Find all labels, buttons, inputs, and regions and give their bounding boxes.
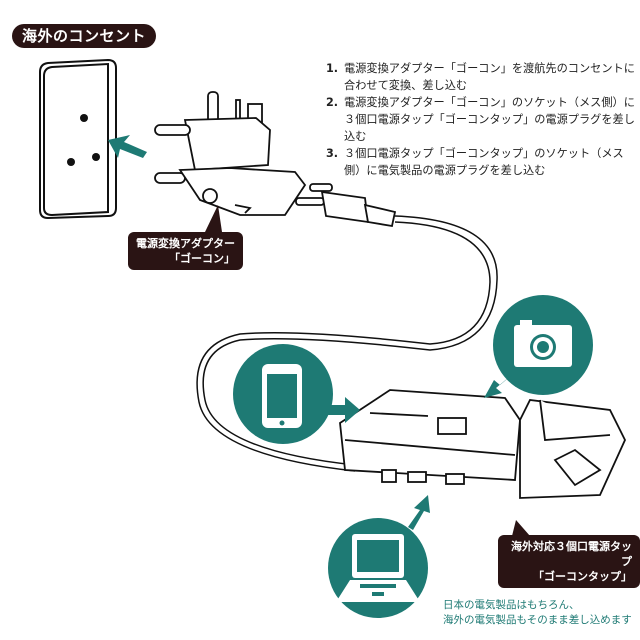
adapter-callout-pointer <box>205 205 222 232</box>
step-number: 1. <box>326 62 339 75</box>
step-3: 3. ３個口電源タップ「ゴーコンタップ」のソケット（メス側）に電気製品の電源プラ… <box>326 145 636 179</box>
step-number: 2. <box>326 96 339 109</box>
laptop-icon <box>328 495 430 618</box>
compatibility-note: 日本の電気製品はもちろん、 海外の電気製品もそのまま差し込めます <box>443 598 632 628</box>
camera-icon <box>484 295 593 398</box>
power-strip-icon <box>339 389 626 499</box>
note-line1: 日本の電気製品はもちろん、 <box>443 599 580 611</box>
page-title: 海外のコンセント <box>12 24 157 48</box>
outlet-icon <box>39 58 117 220</box>
tap-callout-line2: 「ゴーコンタップ」 <box>533 570 632 583</box>
adapter-callout-line1: 電源変換アダプター <box>136 237 235 250</box>
step-number: 3. <box>326 147 339 160</box>
step-1: 1. 電源変換アダプター「ゴーコン」を渡航先のコンセントに合わせて変換、差し込む <box>326 60 636 94</box>
adapter-callout: 電源変換アダプター 「ゴーコン」 <box>128 232 243 270</box>
step-text: 電源変換アダプター「ゴーコン」を渡航先のコンセントに合わせて変換、差し込む <box>344 62 635 92</box>
smartphone-icon <box>233 344 360 444</box>
step-text: 電源変換アダプター「ゴーコン」のソケット（メス側）に３個口電源タップ「ゴーコンタ… <box>344 96 635 143</box>
adapter-callout-line2: 「ゴーコン」 <box>169 252 235 265</box>
tap-callout-line1: 海外対応３個口電源タップ <box>511 540 632 568</box>
tap-callout-pointer <box>512 520 530 536</box>
step-text: ３個口電源タップ「ゴーコンタップ」のソケット（メス側）に電気製品の電源プラグを差… <box>344 147 624 177</box>
adapter-icon <box>154 91 307 216</box>
instruction-steps: 1. 電源変換アダプター「ゴーコン」を渡航先のコンセントに合わせて変換、差し込む… <box>326 60 636 179</box>
plug-icon <box>295 183 397 228</box>
arrow-to-outlet-icon <box>108 135 147 158</box>
tap-callout: 海外対応３個口電源タップ 「ゴーコンタップ」 <box>498 535 640 588</box>
step-2: 2. 電源変換アダプター「ゴーコン」のソケット（メス側）に３個口電源タップ「ゴー… <box>326 94 636 145</box>
cable-icon <box>196 215 498 472</box>
note-line2: 海外の電気製品もそのまま差し込めます <box>443 614 632 626</box>
